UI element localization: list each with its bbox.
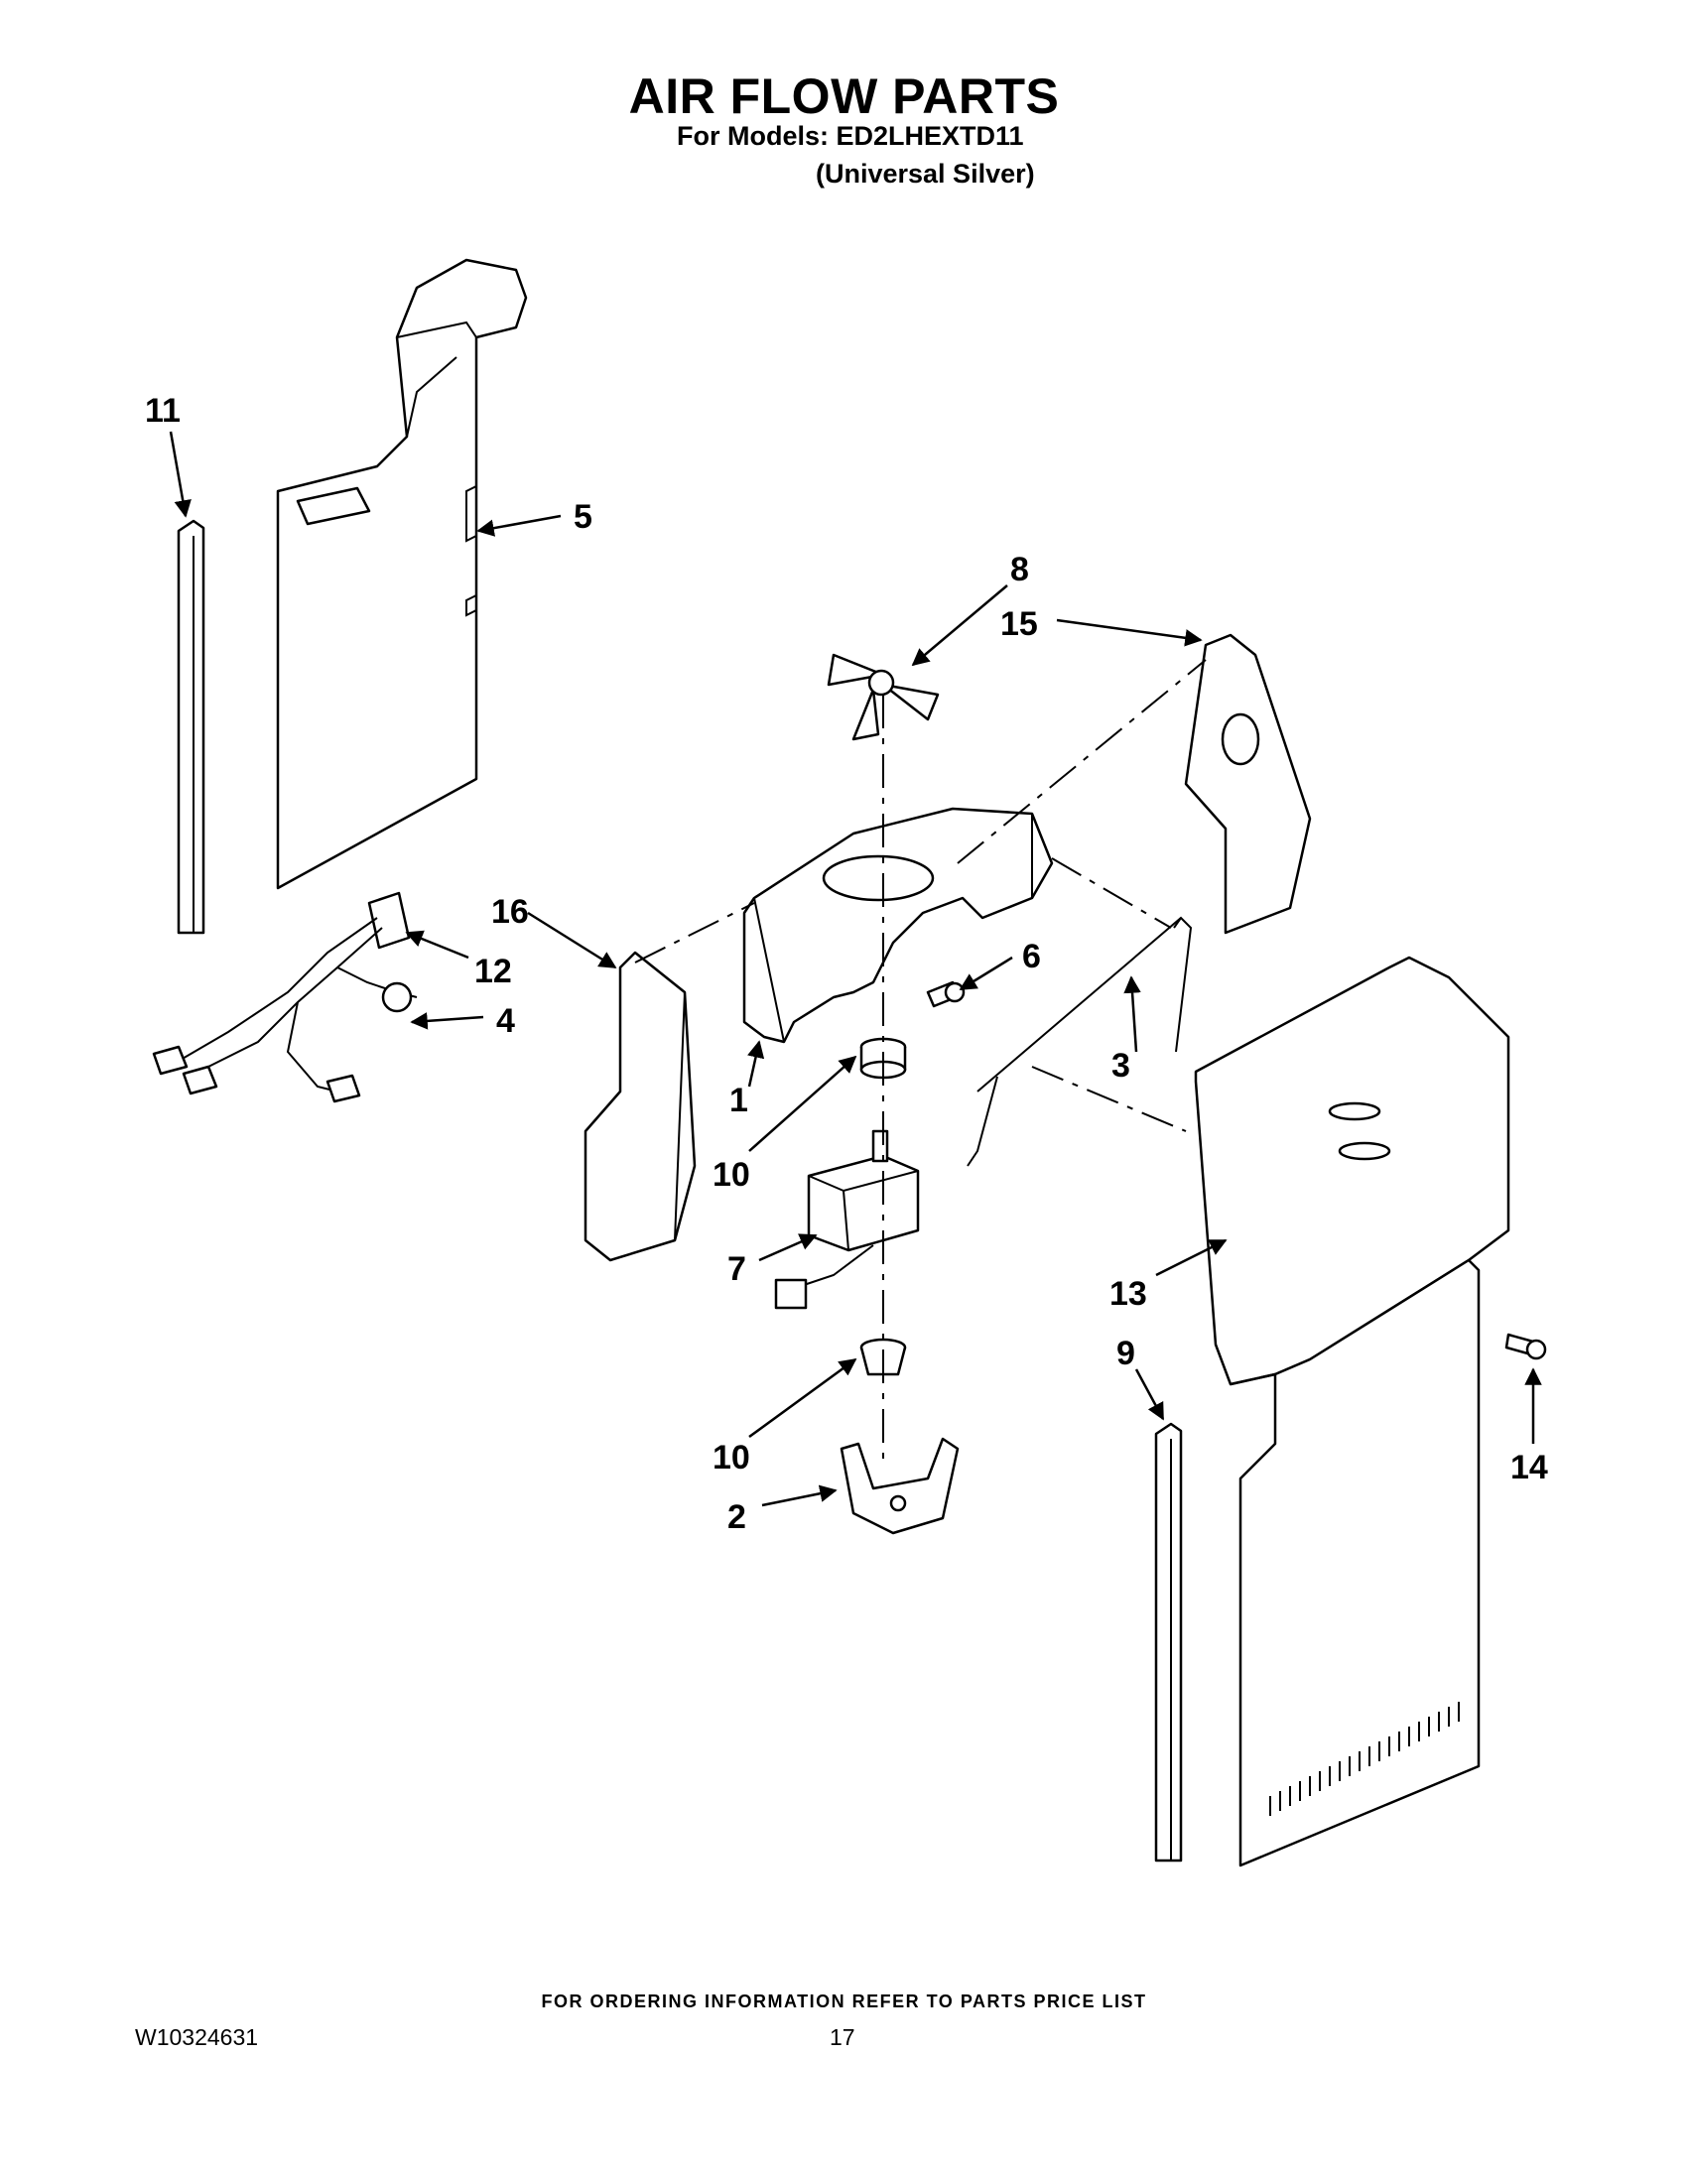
screw-cover xyxy=(1504,1333,1547,1360)
callout-10-lower: 10 xyxy=(713,1439,750,1477)
callout-1: 1 xyxy=(729,1082,748,1119)
evaporator-cover xyxy=(1194,956,1510,1867)
vent-slots xyxy=(1269,1702,1460,1816)
fan-shroud-housing xyxy=(742,807,1054,1044)
callout-15: 15 xyxy=(1000,605,1038,643)
seal-strip-left xyxy=(177,519,205,935)
side-baffle-left xyxy=(584,951,697,1262)
models-line: For Models: ED2LHEXTD11 xyxy=(677,121,1024,151)
callout-16: 16 xyxy=(491,893,529,931)
wire-harness xyxy=(152,891,418,1103)
callout-14: 14 xyxy=(1510,1449,1548,1486)
callout-11: 11 xyxy=(145,392,181,430)
callout-10-upper: 10 xyxy=(713,1156,750,1194)
page-title: AIR FLOW PARTS xyxy=(628,68,1060,124)
fan-motor xyxy=(774,1129,920,1310)
side-baffle-right xyxy=(1184,633,1312,935)
callout-2: 2 xyxy=(727,1498,746,1536)
assembly-lines xyxy=(634,659,1207,1459)
wire-bracket xyxy=(967,916,1193,1167)
callout-13: 13 xyxy=(1109,1275,1147,1313)
callout-8: 8 xyxy=(1010,551,1029,588)
callout-4: 4 xyxy=(496,1002,515,1040)
document-number: W10324631 xyxy=(135,2024,259,2050)
callout-6: 6 xyxy=(1022,938,1041,975)
fan-blade xyxy=(827,653,940,741)
callout-9: 9 xyxy=(1116,1335,1135,1372)
seal-strip-right xyxy=(1154,1422,1183,1863)
ordering-note: FOR ORDERING INFORMATION REFER TO PARTS … xyxy=(541,1991,1147,2011)
callout-7: 7 xyxy=(727,1250,746,1288)
air-duct-panel xyxy=(276,258,528,890)
variant-line: (Universal Silver) xyxy=(816,159,1035,189)
callout-12: 12 xyxy=(474,953,512,990)
screw-shroud xyxy=(926,980,966,1008)
callout-5: 5 xyxy=(574,498,592,536)
callout-3: 3 xyxy=(1111,1047,1130,1085)
motor-bracket xyxy=(840,1437,960,1535)
leader-arrows xyxy=(169,431,1542,1507)
page-number: 17 xyxy=(830,2024,855,2050)
